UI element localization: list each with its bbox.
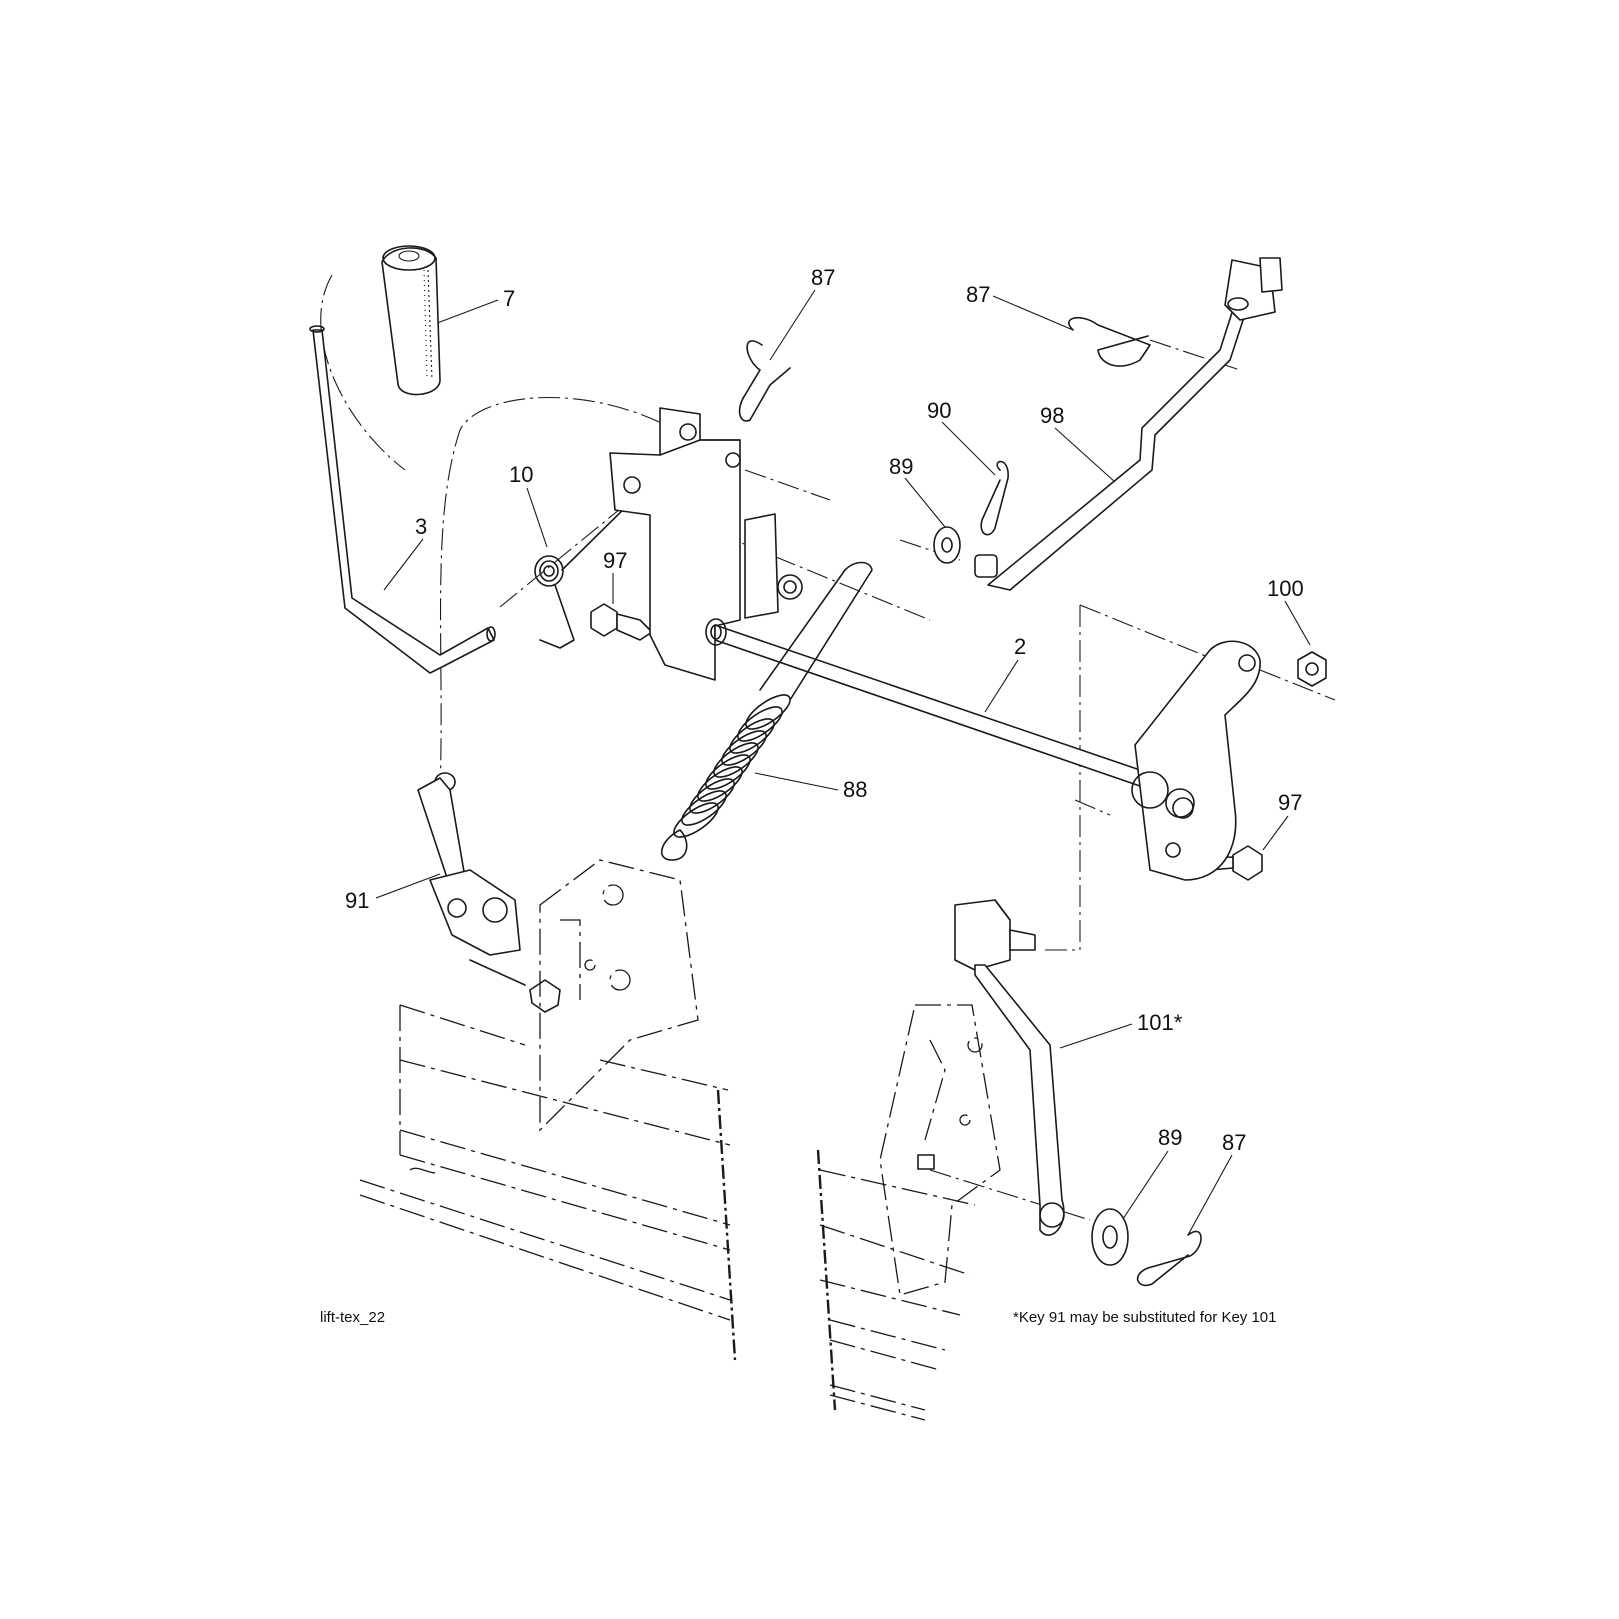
lift-link-part-98 <box>974 257 1283 591</box>
callout-88: 88 <box>843 777 867 802</box>
hairpin-clip-part-87-right <box>1068 316 1151 367</box>
mower-deck-outline <box>359 1004 976 1421</box>
callout-7: 7 <box>503 286 515 311</box>
callout-2: 2 <box>1014 634 1026 659</box>
callout-89-bottom: 89 <box>1158 1125 1182 1150</box>
callout-101: 101* <box>1137 1010 1183 1035</box>
callout-10: 10 <box>509 462 533 487</box>
callout-90: 90 <box>927 398 951 423</box>
callout-91: 91 <box>345 888 369 913</box>
callout-98: 98 <box>1040 403 1064 428</box>
grip-part-7 <box>381 245 441 396</box>
callout-labels: 7 87 87 90 98 89 10 3 97 100 2 88 97 91 … <box>345 265 1304 1155</box>
callout-100: 100 <box>1267 576 1304 601</box>
spring-coils <box>673 694 791 838</box>
callout-87-bottom: 87 <box>1222 1130 1246 1155</box>
diagram-footnote: *Key 91 may be substituted for Key 101 <box>1013 1309 1277 1326</box>
extension-spring-part-88 <box>660 561 873 861</box>
adjuster-link-part-101 <box>954 899 1065 1236</box>
callout-87-right: 87 <box>966 282 990 307</box>
callout-97-left: 97 <box>603 548 627 573</box>
washer-part-89-bottom <box>1091 1208 1129 1266</box>
hairpin-clip-part-87-bottom <box>1136 1230 1202 1287</box>
callout-89-top: 89 <box>889 454 913 479</box>
callout-97-right: 97 <box>1278 790 1302 815</box>
hairpin-clip-part-87-top <box>738 340 791 422</box>
lift-arm-right <box>1131 640 1261 881</box>
nut-part-100 <box>1297 651 1327 687</box>
deck-hanger-left <box>539 859 699 1132</box>
diagram-caption: lift-tex_22 <box>320 1309 385 1326</box>
lift-shaft-part-2 <box>705 618 1141 787</box>
mounting-bracket <box>609 407 803 681</box>
callout-87-top: 87 <box>811 265 835 290</box>
callout-3: 3 <box>415 514 427 539</box>
deck-hanger-right <box>879 1004 1001 1296</box>
bolt-part-97-left <box>590 603 653 641</box>
leader-lines <box>375 289 1311 1236</box>
lift-handle-part-3 <box>309 325 496 674</box>
washer-part-89-top <box>933 526 961 564</box>
lift-link-part-91 <box>417 772 561 1013</box>
hairpin-clip-part-90 <box>980 460 1009 536</box>
